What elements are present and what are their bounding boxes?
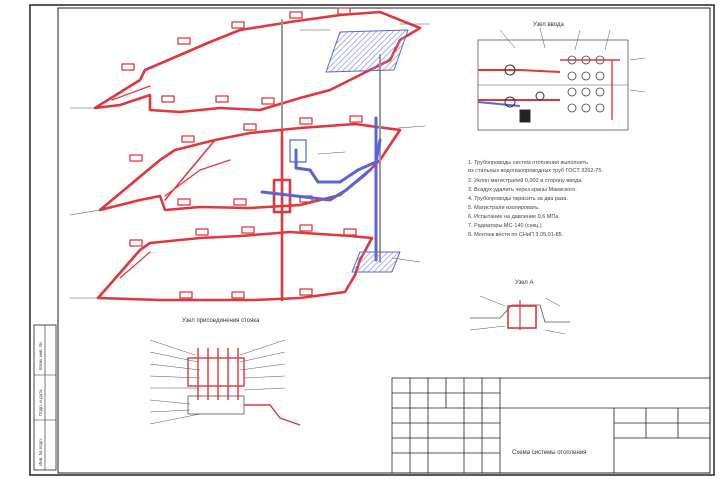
inlet-detail-label: Узел ввода: [533, 22, 564, 28]
detail-grid: [567, 55, 605, 113]
section-a-detail: [469, 295, 570, 335]
inner-border: [57, 7, 711, 474]
side-stamp-cell: Инв. № подл.: [38, 437, 43, 466]
note-line: 8. Монтаж вести по СНиП 3.05.01-85.: [468, 232, 564, 238]
return-pipe: [260, 116, 382, 262]
expansion-tank-top: [325, 29, 409, 73]
title-block: [391, 377, 711, 474]
radiators: [121, 7, 363, 299]
supply-loop-floor-1: [96, 230, 374, 302]
collector-tank-bottom: [351, 251, 401, 273]
note-line: 3. Воздух удалить через краны Маевского.: [468, 187, 577, 193]
note-line: 4. Трубопроводы окрасить за два раза.: [468, 196, 569, 202]
section-a-label: Узел А: [515, 280, 534, 286]
isometric-heating-system: [69, 7, 431, 302]
tank-mid: [289, 139, 307, 163]
side-stamp-cell: Подп. и дата: [38, 389, 43, 416]
drawing-title: Схема системы отопления: [512, 450, 587, 456]
note-line: 1. Трубопроводы систем отопления выполни…: [468, 160, 588, 166]
note-line: 2. Уклон магистралей 0,002 в сторону вво…: [468, 178, 583, 184]
side-stamp: [33, 324, 57, 471]
side-stamp-cell: Взам. инв. №: [38, 342, 43, 370]
leader-lines: [69, 23, 431, 299]
outer-border: [29, 4, 715, 476]
note-line: 6. Испытание на давление 0,6 МПа.: [468, 214, 560, 220]
main-supply-riser: [272, 128, 292, 302]
note-line: из стальных водогазопроводных труб ГОСТ …: [468, 168, 603, 174]
inlet-detail: [477, 27, 646, 131]
riser-detail-label: Узел присоединения стояка: [182, 318, 260, 324]
supply-loop-floor-2: [98, 122, 402, 212]
note-line: 7. Радиаторы МС-140 (секц.).: [468, 223, 544, 229]
note-line: 5. Магистрали изолировать.: [468, 205, 540, 211]
riser-connection-detail: [149, 339, 301, 426]
